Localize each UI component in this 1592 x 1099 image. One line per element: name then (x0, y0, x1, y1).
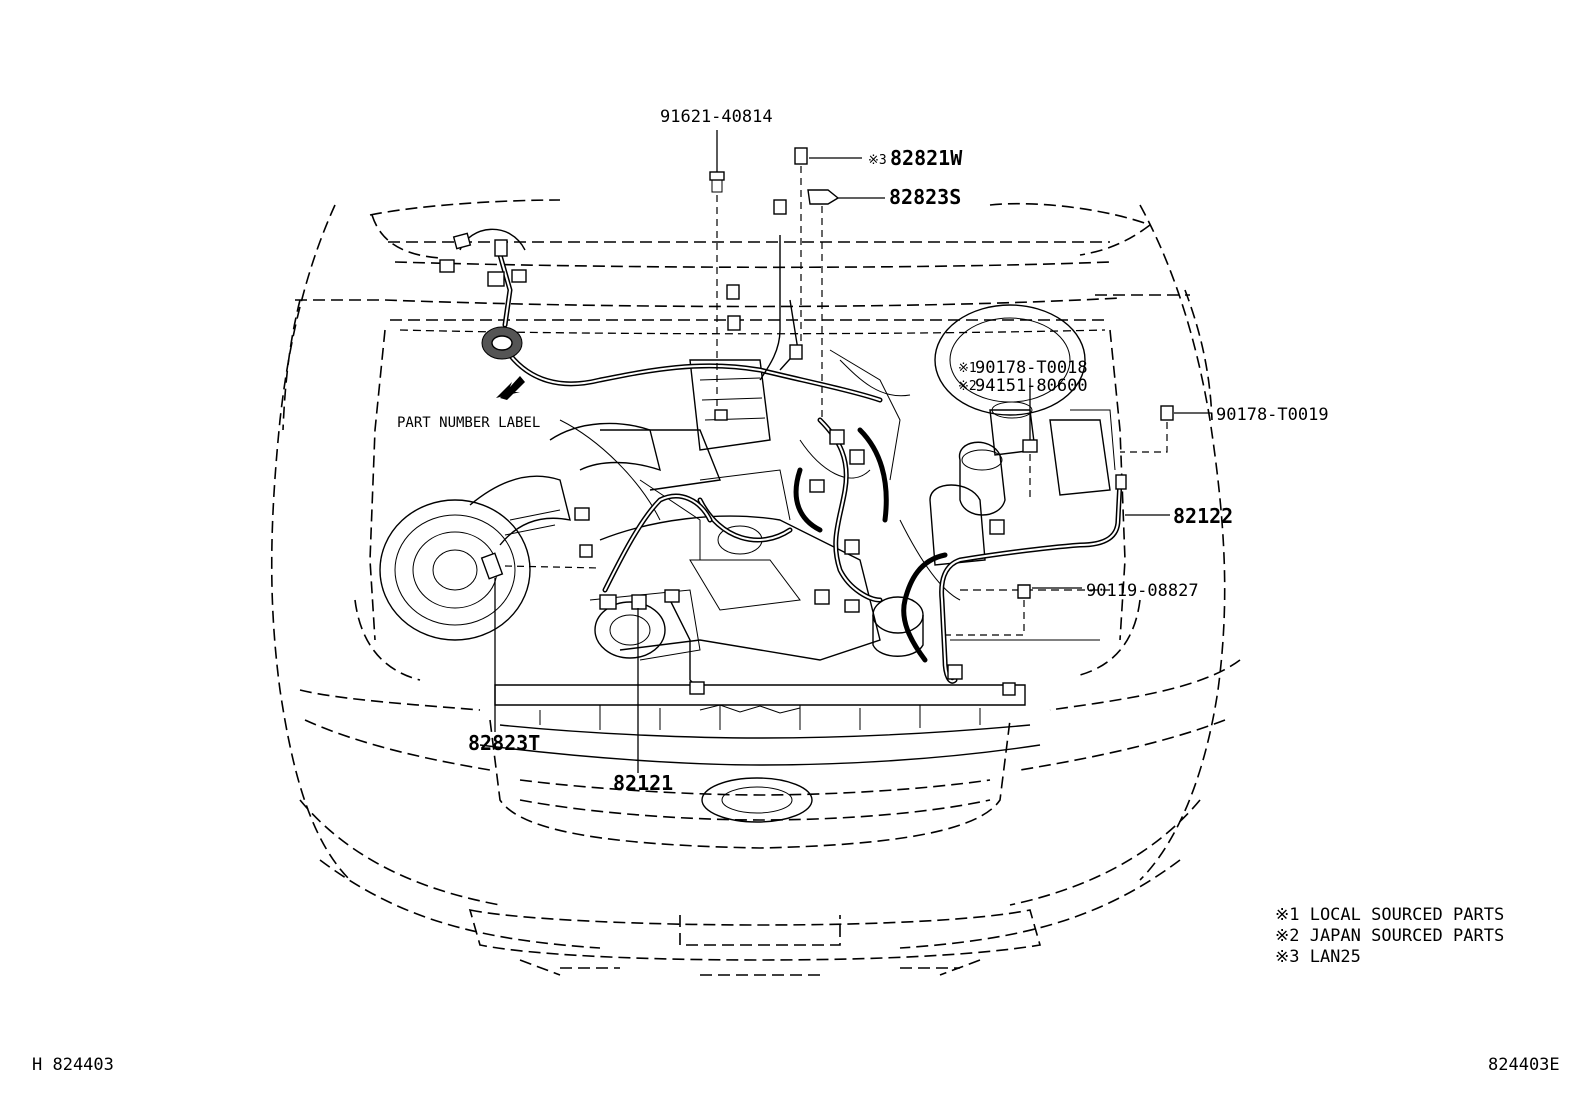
legend-note-2: ※2 JAPAN SOURCED PARTS (1275, 926, 1504, 946)
legend: ※1 LOCAL SOURCED PARTS ※2 JAPAN SOURCED … (1275, 905, 1504, 967)
wire-harnesses (439, 199, 1127, 696)
mark-90178-t0018: ※1 (958, 361, 977, 376)
bolt-90119-icon (1017, 584, 1031, 599)
nut-90178-t0019-icon (1160, 405, 1174, 421)
label-nut-90178-t0018: 90178-T0018 (975, 358, 1088, 378)
legend-note-1: ※1 LOCAL SOURCED PARTS (1275, 905, 1504, 925)
mark-94151: ※2 (958, 379, 977, 394)
footer-left-code: H 824403 (32, 1055, 114, 1075)
legend-note-3: ※3 LAN25 (1275, 947, 1361, 967)
label-part-number: PART NUMBER LABEL (397, 415, 540, 431)
callout-labels: 91621-40814 ※3 82821W 82823S ※1 90178-T0… (397, 107, 1329, 795)
label-nut-94151: 94151-80600 (975, 376, 1088, 396)
label-harness-82122: 82122 (1173, 504, 1233, 528)
label-clip-82823t: 82823T (468, 731, 540, 755)
leader-lines (494, 130, 1212, 773)
clip-82823s-icon (807, 189, 840, 205)
label-bolt-91621: 91621-40814 (660, 107, 773, 127)
label-clip-82823s: 82823S (889, 185, 961, 209)
bolt-icon (709, 171, 725, 181)
label-harness-82121: 82121 (613, 771, 673, 795)
nut-icon (1022, 439, 1038, 453)
mark-82821w: ※3 (868, 153, 887, 168)
label-nut-90178-t0019: 90178-T0019 (1216, 405, 1329, 425)
clip-82821w-icon (794, 147, 808, 165)
footer: H 824403 824403E (32, 1055, 1560, 1075)
footer-right-code: 824403E (1488, 1055, 1560, 1075)
label-clip-82821w: 82821W (890, 146, 963, 170)
label-bolt-90119: 90119-08827 (1086, 581, 1199, 601)
